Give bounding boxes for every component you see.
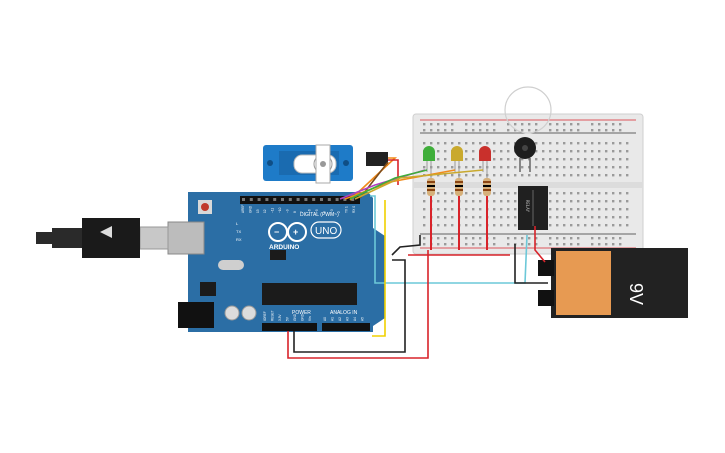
digital-pin-label-2: 13 (256, 209, 260, 213)
arduino-uno-board[interactable]: − + ARDUINO UNO DIGITAL (PWM~) TX RX L P… (167, 192, 385, 332)
svg-text:−: − (274, 227, 279, 237)
digital-pin-label-14: TX 1 (345, 206, 349, 213)
servo-motor[interactable] (263, 144, 388, 184)
power-pin-label-2: 3.3V (278, 314, 282, 321)
wire-servo-orange (349, 157, 398, 201)
tx-label: TX (236, 229, 241, 234)
digital-pin-label-5: ~10 (278, 207, 282, 213)
wire-black-1 (391, 235, 421, 256)
digital-pin-label-0: AREF (241, 204, 245, 213)
digital-pin-label-13: 2 (337, 211, 341, 213)
brand-label: ARDUINO (269, 244, 299, 251)
capacitor-2 (241, 305, 257, 321)
battery-9v[interactable]: 9V (538, 248, 688, 318)
battery-label: 9V (626, 283, 646, 305)
capacitor-1 (224, 305, 240, 321)
atmega-chip (262, 283, 357, 305)
digital-pin-label-3: 12 (263, 209, 267, 213)
wire-cyan (370, 195, 528, 284)
analog-header[interactable] (322, 323, 370, 331)
rx-label: RX (236, 237, 242, 242)
led-l-label: L (236, 221, 239, 226)
power-pin-label-5: GND (301, 313, 305, 321)
wire-yellow-top (354, 169, 484, 200)
power-pin-label-0: IOREF (263, 311, 267, 321)
analog-pin-label-5: A5 (361, 317, 365, 321)
breadboard (412, 113, 644, 255)
arduino-logo: − + (268, 222, 307, 242)
power-header[interactable] (262, 323, 317, 331)
breadboard-power-rail-top[interactable] (423, 123, 622, 132)
digital-pin-label-6: ~9 (285, 209, 289, 213)
digital-pin-label-11: 4 (322, 211, 326, 213)
relay-module[interactable]: RELAY (518, 186, 548, 230)
crystal (218, 260, 244, 270)
svg-text:RELAY: RELAY (525, 200, 530, 213)
digital-header[interactable] (240, 196, 360, 204)
model-label: UNO (315, 226, 337, 237)
analog-pin-label-3: A3 (346, 317, 350, 321)
usb-port[interactable] (167, 221, 205, 255)
digital-pin-label-12: ~3 (330, 209, 334, 213)
analog-pin-label-1: A1 (331, 317, 335, 321)
dc-jack[interactable] (178, 302, 214, 328)
wire-red-1 (287, 250, 429, 359)
voltage-regulator (200, 282, 216, 296)
digital-pin-label-1: GND (248, 205, 252, 213)
analog-pin-label-4: A4 (353, 317, 357, 321)
power-pin-label-1: RESET (271, 310, 275, 321)
wire-green (349, 169, 428, 200)
digital-pin-label-15: RX 0 (352, 206, 356, 213)
digital-pin-label-10: ~5 (315, 209, 319, 213)
digital-pin-label-8: 7 (300, 211, 304, 213)
piezo-buzzer[interactable] (514, 137, 536, 172)
power-pin-label-6: Vin (308, 316, 312, 321)
analog-pin-label-2: A2 (338, 317, 342, 321)
digital-pin-label-9: ~6 (308, 209, 312, 213)
wire-red-2 (534, 226, 546, 263)
wire-black-2 (293, 259, 406, 353)
digital-pin-label-4: ~11 (271, 208, 275, 213)
power-pin-label-4: GND (293, 313, 297, 321)
piezo-outline (504, 86, 552, 134)
led-green[interactable] (423, 146, 435, 172)
analog-label: ANALOG IN (330, 310, 358, 316)
wire-black-3 (514, 244, 548, 284)
digital-pin-label-7: 8 (293, 211, 297, 213)
wire-yellow (372, 200, 386, 337)
analog-pin-label-0: A0 (323, 317, 327, 321)
svg-text:+: + (293, 227, 298, 237)
digital-label: DIGITAL (PWM~) (300, 212, 339, 218)
usb-chip (270, 250, 286, 260)
power-pin-label-3: 5V (286, 316, 290, 321)
led-red[interactable] (479, 146, 491, 172)
power-label: POWER (292, 310, 311, 316)
wires[interactable] (287, 157, 548, 359)
usb-cable[interactable] (36, 218, 169, 258)
